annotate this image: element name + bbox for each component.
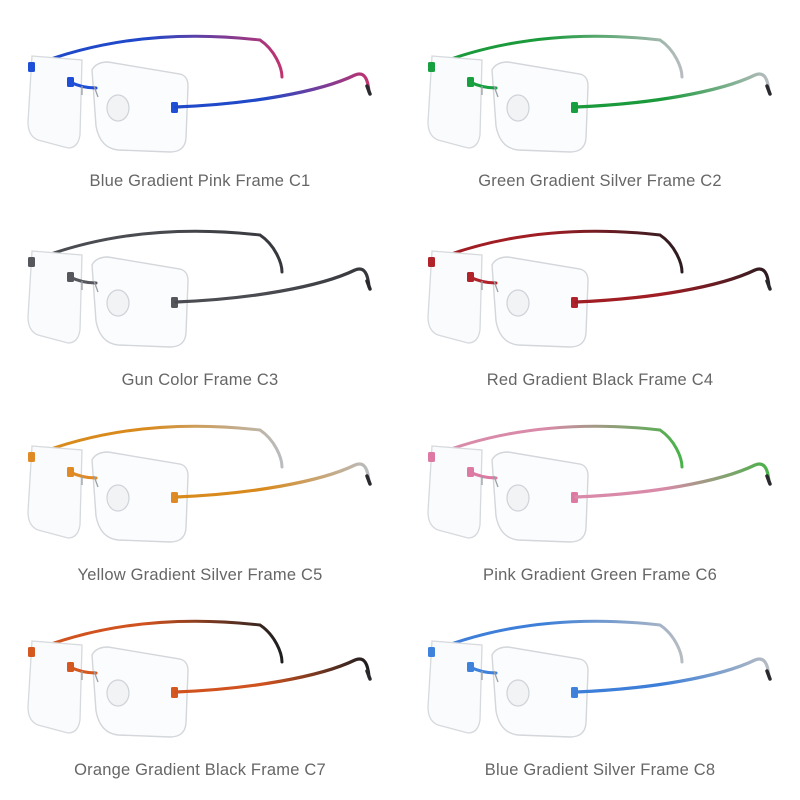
variant-caption: Green Gradient Silver Frame C2 bbox=[478, 172, 722, 190]
glasses-image bbox=[427, 34, 772, 153]
glasses-image bbox=[27, 619, 372, 738]
glasses-image bbox=[27, 229, 372, 348]
variant-caption: Gun Color Frame C3 bbox=[121, 371, 279, 389]
variant-caption: Red Gradient Black Frame C4 bbox=[486, 371, 714, 389]
product-variant-card: Blue Gradient Silver Frame C8 bbox=[400, 585, 800, 785]
glasses-image bbox=[427, 619, 772, 738]
variant-caption: Blue Gradient Pink Frame C1 bbox=[89, 172, 311, 190]
glasses-image bbox=[427, 424, 772, 543]
product-variant-card: Pink Gradient Green Frame C6 bbox=[400, 390, 800, 590]
variant-caption: Pink Gradient Green Frame C6 bbox=[483, 566, 717, 584]
variant-caption: Orange Gradient Black Frame C7 bbox=[74, 761, 326, 779]
glasses-image bbox=[27, 424, 372, 543]
product-variant-card: Orange Gradient Black Frame C7 bbox=[0, 585, 400, 785]
variant-caption: Blue Gradient Silver Frame C8 bbox=[484, 761, 716, 779]
variant-caption: Yellow Gradient Silver Frame C5 bbox=[77, 566, 323, 584]
glasses-image bbox=[427, 229, 772, 348]
glasses-image bbox=[27, 34, 372, 153]
product-variant-card: Green Gradient Silver Frame C2 bbox=[400, 0, 800, 200]
product-variant-card: Red Gradient Black Frame C4 bbox=[400, 195, 800, 395]
product-variant-card: Yellow Gradient Silver Frame C5 bbox=[0, 390, 400, 590]
product-variant-card: Blue Gradient Pink Frame C1 bbox=[0, 0, 400, 200]
product-variant-card: Gun Color Frame C3 bbox=[0, 195, 400, 395]
